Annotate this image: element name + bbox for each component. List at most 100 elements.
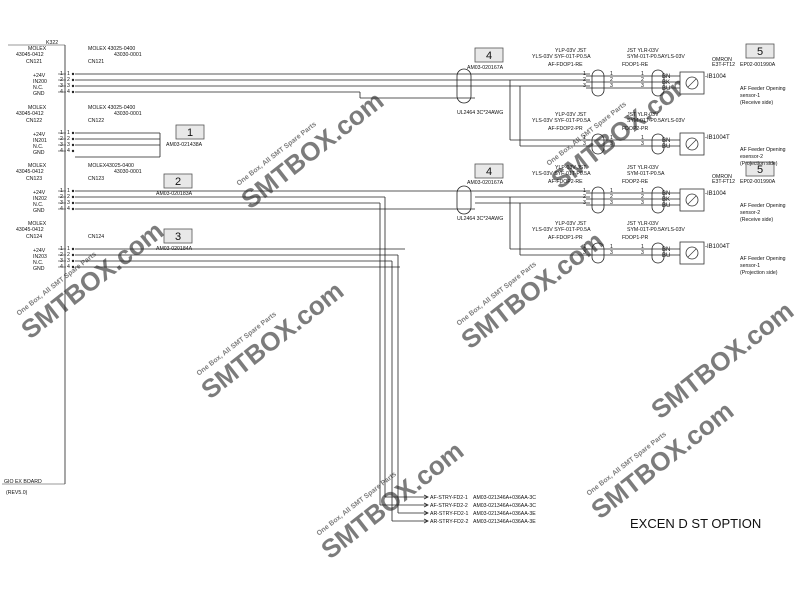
pin-number: 3 xyxy=(641,83,644,89)
pin-contact xyxy=(71,207,75,211)
wires xyxy=(75,68,590,522)
sensor-model: -IB1004 xyxy=(705,191,727,197)
plug-housing xyxy=(591,69,605,97)
sensor-left-label: AF-FDOP2-PR xyxy=(548,126,583,132)
pin-number: 1 xyxy=(610,244,613,250)
wire-color-label: BU xyxy=(662,144,670,150)
pin-contact xyxy=(71,247,75,251)
signal-label: AF-STRY-FD2-2 xyxy=(430,503,468,509)
pin-number: 4 xyxy=(67,148,70,154)
sensor-desc: (Receive side) xyxy=(740,217,773,223)
sensor-model: -IB1004T xyxy=(705,135,730,141)
pin-contact xyxy=(71,78,75,82)
svg-text:AM03-020184A: AM03-020184A xyxy=(156,246,193,252)
connector-id: CN123 xyxy=(88,176,104,182)
connector-molex: MOLEX xyxy=(28,46,47,52)
sensor-hdr: YLS-03V SYF-01T-P0.5A xyxy=(532,118,591,124)
connector-molex: MOLEX xyxy=(28,221,47,227)
mate-part: 43030-0001 xyxy=(114,169,142,175)
pin-contact xyxy=(71,253,75,257)
pin-number: 2 xyxy=(67,136,70,142)
pin-contact xyxy=(71,149,75,153)
pin-number: 2 xyxy=(610,77,613,83)
connector-id: CN121 xyxy=(26,59,42,65)
pin-number: 1 xyxy=(610,71,613,77)
pin-number: 1 xyxy=(67,71,70,77)
svg-text:4: 4 xyxy=(486,50,492,62)
plug-housing xyxy=(651,242,665,264)
pin-label: IN203 xyxy=(33,254,47,260)
sensor-desc: sensor-1 xyxy=(740,93,760,99)
sensor-desc: (Projection side) xyxy=(740,161,778,167)
pin-label: IN200 xyxy=(33,79,47,85)
pin-number: 1 xyxy=(67,188,70,194)
svg-text:3: 3 xyxy=(175,231,181,243)
plug-housing xyxy=(591,133,605,155)
sensor-desc: (Projection side) xyxy=(740,270,778,276)
pin-contact xyxy=(71,195,75,199)
wire-color-label: BN xyxy=(662,247,670,253)
pin-number: 3 xyxy=(641,200,644,206)
pin-number: 3 xyxy=(610,141,613,147)
connector-id: CN122 xyxy=(26,118,42,124)
sensor-desc: (Receive side) xyxy=(740,100,773,106)
svg-text:AM03-020167A: AM03-020167A xyxy=(467,180,504,186)
pin-number: 1 xyxy=(583,188,586,194)
pin-label: GND xyxy=(33,266,45,272)
plug-housing xyxy=(591,242,605,264)
pin-contact xyxy=(71,84,75,88)
pin-contact xyxy=(71,201,75,205)
pin-number: 3 xyxy=(67,258,70,264)
pin-contact xyxy=(71,72,75,76)
wire-color-label: BU xyxy=(662,253,670,259)
signal-part: AM03-021346A+036AA-3C xyxy=(473,495,536,501)
arrow-icon xyxy=(423,510,429,516)
plug-housing xyxy=(651,133,665,155)
pin-number: 3 xyxy=(641,141,644,147)
connector-molex: MOLEX xyxy=(28,163,47,169)
sensor-hdr: YLS-03V SYF-01T-P0.5A xyxy=(532,54,591,60)
wire-color-label: BU xyxy=(662,203,670,209)
pin-number: 1 xyxy=(610,188,613,194)
sensor-desc: AF Feeder Opening xyxy=(740,86,786,92)
svg-text:4: 4 xyxy=(486,166,492,178)
sensor-eye-icon xyxy=(687,78,697,88)
pin-label: +24V xyxy=(33,190,46,196)
sensor-eye-icon xyxy=(685,137,699,151)
sensor-left-label: AF-FDOP2-RE xyxy=(548,179,583,185)
pin-label: GND xyxy=(33,150,45,156)
svg-text:EP02-001990A: EP02-001990A xyxy=(740,62,776,68)
mate-part: MOLEX 43025-0400 xyxy=(88,46,135,52)
svg-text:AM03-020183A: AM03-020183A xyxy=(156,191,193,197)
pin-number: 2 xyxy=(67,194,70,200)
pin-contact xyxy=(71,90,75,94)
pin-contact xyxy=(71,189,75,193)
svg-text:OMRON: OMRON xyxy=(712,57,732,63)
signal-part: AM03-021346A+036AA-3C xyxy=(473,503,536,509)
pin-number: 4 xyxy=(67,89,70,95)
callout-4b: 4 AM03-020167A UL2464 3C*24AWG xyxy=(457,163,504,222)
connector-part: 43045-0412 xyxy=(16,111,44,117)
callout-5b: 5 OMRON E3T-FT12 EP02-001990A xyxy=(712,161,776,185)
svg-text:AM03-020167A: AM03-020167A xyxy=(467,65,504,71)
sensor-hdr: JST YLR-03V xyxy=(627,48,659,54)
svg-text:UL2464 3C*24AWG: UL2464 3C*24AWG xyxy=(457,110,503,116)
sensor-left-label: AF-FDOP1-PR xyxy=(548,235,583,241)
pin-label: IN202 xyxy=(33,196,47,202)
sensor-eye-icon xyxy=(687,195,697,205)
svg-text:OMRON: OMRON xyxy=(712,174,732,180)
pin-number: 3 xyxy=(67,83,70,89)
sensor-hdr: JST YLR-03V xyxy=(627,165,659,171)
connector-id: CN121 xyxy=(88,59,104,65)
svg-text:2: 2 xyxy=(175,176,181,188)
pin-number: 1 xyxy=(67,246,70,252)
sensor-eye-icon xyxy=(685,193,699,207)
mate-part: 43030-0001 xyxy=(114,111,142,117)
sensor-desc: esensor-2 xyxy=(740,154,763,160)
board-name: GIO EX BOARD xyxy=(4,479,42,485)
